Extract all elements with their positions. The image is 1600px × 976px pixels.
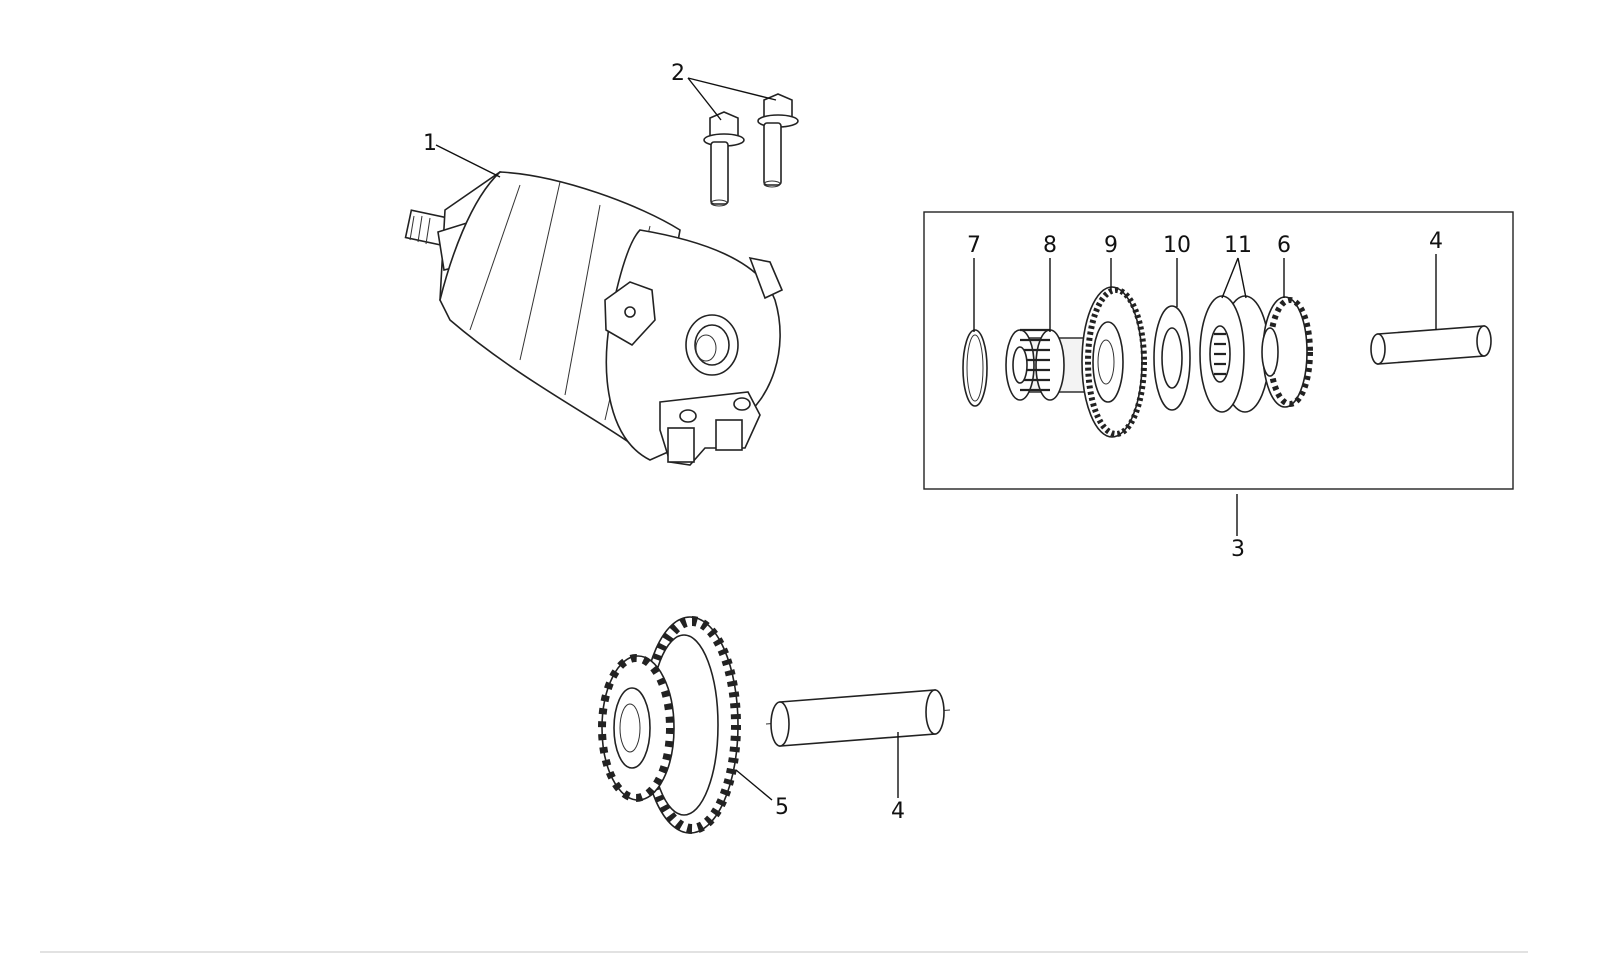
shaft-in-kit bbox=[1370, 325, 1492, 365]
label-4-bottom: 4 bbox=[891, 799, 905, 824]
shaft-bottom bbox=[765, 689, 951, 747]
large-gear bbox=[1081, 286, 1147, 438]
label-1: 1 bbox=[423, 131, 437, 156]
label-4-kit: 4 bbox=[1429, 229, 1443, 254]
clutch-assembly bbox=[1199, 295, 1270, 413]
label-3: 3 bbox=[1231, 537, 1245, 562]
label-2: 2 bbox=[671, 61, 685, 86]
starter-motor bbox=[404, 171, 784, 466]
small-gear bbox=[1261, 296, 1313, 408]
washer bbox=[1153, 305, 1191, 411]
label-6: 6 bbox=[1277, 233, 1291, 258]
callout-labels: 1 2 3 7 8 9 10 11 6 4 5 4 bbox=[423, 61, 1443, 824]
bolts bbox=[703, 93, 799, 207]
bolt-right bbox=[757, 93, 799, 188]
label-5: 5 bbox=[775, 795, 789, 820]
label-8: 8 bbox=[1043, 233, 1057, 258]
label-7: 7 bbox=[967, 233, 981, 258]
label-10: 10 bbox=[1163, 233, 1191, 258]
label-9: 9 bbox=[1104, 233, 1118, 258]
leader-lines bbox=[435, 77, 1437, 801]
kit-box-frame bbox=[923, 211, 1514, 490]
circlip bbox=[962, 329, 988, 407]
bolt-left bbox=[703, 111, 745, 207]
double-gear bbox=[598, 616, 741, 834]
label-11: 11 bbox=[1224, 233, 1252, 258]
pinion-gear bbox=[1005, 328, 1091, 401]
